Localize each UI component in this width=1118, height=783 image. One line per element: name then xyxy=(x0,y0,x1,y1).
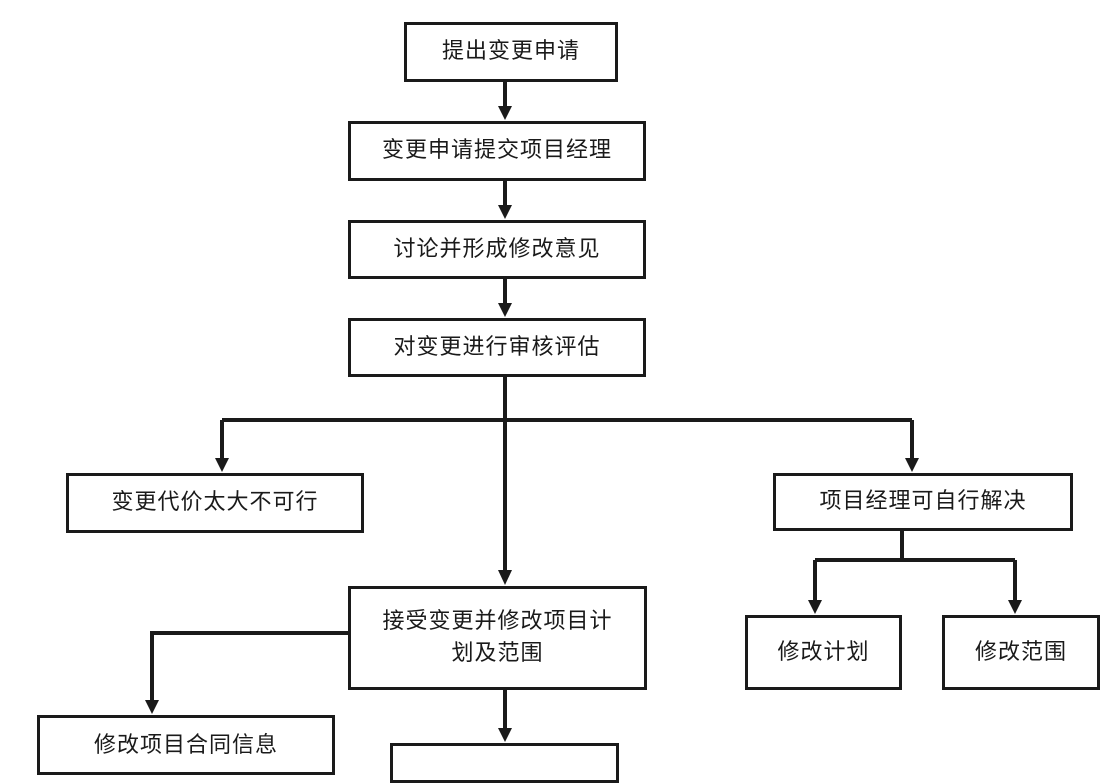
node-too-costly: 变更代价太大不可行 xyxy=(66,473,364,533)
node-accept-change: 接受变更并修改项目计 划及范围 xyxy=(348,586,647,690)
node-update-contract: 修改项目合同信息 xyxy=(37,715,335,775)
arrowhead xyxy=(1008,600,1022,614)
node-label: 提出变更申请 xyxy=(441,39,580,64)
flow-connectors xyxy=(145,82,1022,742)
arrowhead xyxy=(498,728,512,742)
arrowhead xyxy=(498,106,512,120)
node-submit-to-pm: 变更申请提交项目经理 xyxy=(348,121,646,181)
arrowhead xyxy=(498,570,512,585)
node-label: 项目经理可自行解决 xyxy=(819,489,1027,514)
node-label: 修改计划 xyxy=(777,639,870,665)
arrowhead xyxy=(145,700,159,714)
node-label: 讨论并形成修改意见 xyxy=(393,236,601,262)
node-discuss: 讨论并形成修改意见 xyxy=(348,220,646,279)
flowchart-canvas: 提出变更申请 变更申请提交项目经理 讨论并形成修改意见 对变更进行审核评估 变更… xyxy=(37,22,1100,783)
connector-accept-to-contract xyxy=(150,631,349,700)
node-bottom-center xyxy=(390,743,619,783)
arrowhead xyxy=(498,205,512,219)
node-label: 对变更进行审核评估 xyxy=(393,334,601,360)
node-label: 修改范围 xyxy=(974,639,1067,665)
node-modify-scope: 修改范围 xyxy=(942,615,1100,690)
arrowhead xyxy=(808,600,822,614)
arrowhead xyxy=(215,458,229,472)
node-label: 接受变更并修改项目计 划及范围 xyxy=(382,609,613,666)
arrowhead xyxy=(905,458,919,472)
node-pm-resolve: 项目经理可自行解决 xyxy=(773,473,1073,531)
node-modify-plan: 修改计划 xyxy=(745,615,902,690)
arrowhead xyxy=(498,303,512,317)
node-label: 变更申请提交项目经理 xyxy=(381,138,612,163)
node-label: 变更代价太大不可行 xyxy=(111,490,319,515)
node-label: 修改项目合同信息 xyxy=(93,733,278,758)
node-review: 对变更进行审核评估 xyxy=(348,318,646,377)
node-submit-request: 提出变更申请 xyxy=(404,22,618,82)
